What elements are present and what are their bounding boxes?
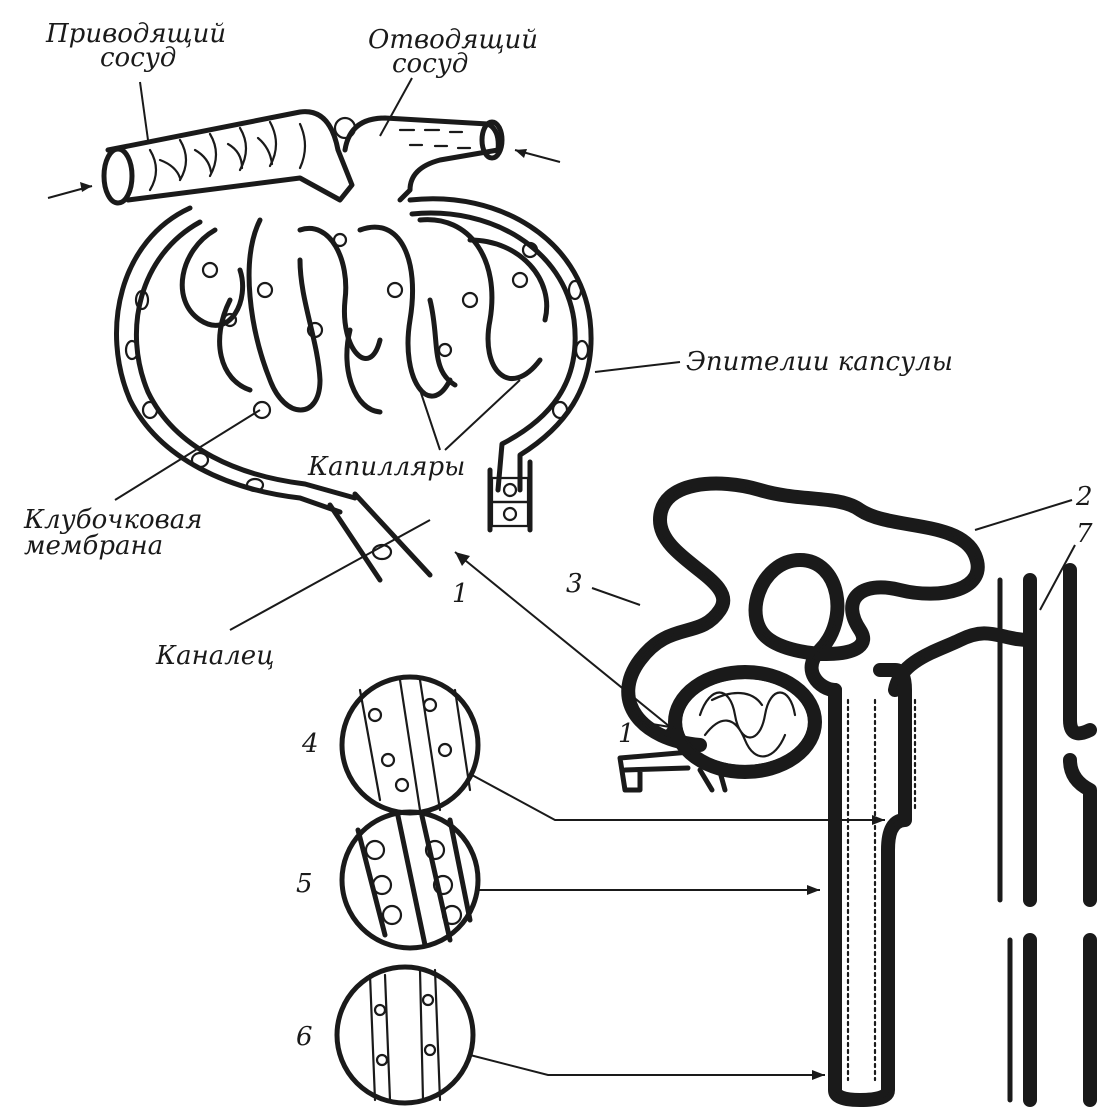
label-glomerular-membrane-line2: мембрана bbox=[24, 531, 163, 561]
number-3: 3 bbox=[566, 569, 583, 599]
efferent-vessel bbox=[335, 118, 502, 200]
loop-of-henle bbox=[835, 670, 905, 1100]
leader-capsule-epithelium bbox=[595, 362, 680, 372]
leader-capillaries-a bbox=[420, 390, 440, 450]
leader-3 bbox=[592, 588, 640, 605]
leader-efferent bbox=[380, 78, 412, 136]
capillary-loops bbox=[182, 220, 546, 418]
number-1-glomerulus: 1 bbox=[618, 719, 635, 749]
nephron-overview bbox=[620, 484, 1090, 1100]
leader-afferent bbox=[140, 82, 148, 140]
afferent-flow-arrow bbox=[48, 182, 92, 198]
number-5: 5 bbox=[296, 869, 313, 899]
number-6: 6 bbox=[296, 1022, 313, 1052]
number-4: 4 bbox=[301, 729, 319, 759]
number-2: 2 bbox=[1075, 482, 1093, 512]
label-tubule: Каналец bbox=[155, 641, 274, 671]
number-7: 7 bbox=[1076, 519, 1093, 549]
section-5 bbox=[342, 812, 820, 948]
label-efferent-line2: сосуд bbox=[392, 49, 468, 79]
afferent-vessel bbox=[104, 112, 352, 203]
label-capsule-epithelium: Эпителии капсулы bbox=[686, 347, 953, 377]
section-6 bbox=[337, 967, 825, 1103]
label-capillaries: Капилляры bbox=[307, 452, 465, 482]
leader-2 bbox=[975, 500, 1072, 530]
label-afferent-line2: сосуд bbox=[100, 43, 176, 73]
efferent-flow-arrow bbox=[515, 149, 560, 162]
collecting-duct bbox=[1030, 570, 1090, 1100]
leader-tubule bbox=[230, 520, 430, 630]
number-1-top: 1 bbox=[452, 579, 469, 609]
